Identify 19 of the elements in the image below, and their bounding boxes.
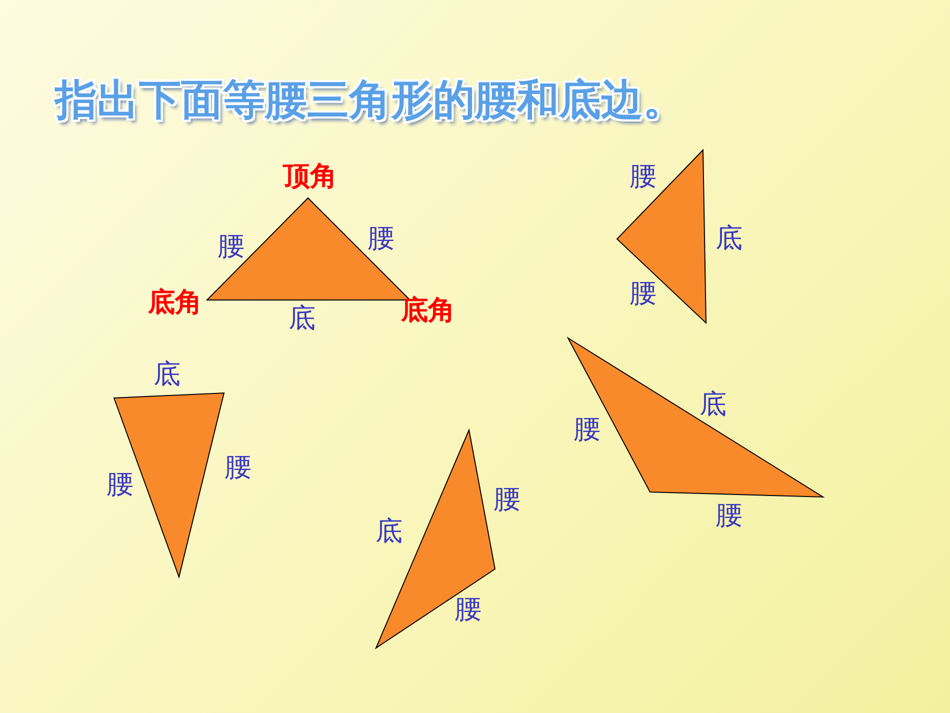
side-label: 腰 [368,224,394,254]
side-label: 腰 [494,485,520,515]
side-label: 底 [700,390,726,420]
side-label: 底 [154,360,180,390]
angle-label: 顶角 [283,162,337,192]
side-label: 腰 [218,232,244,262]
side-label: 腰 [630,162,656,192]
side-label: 腰 [454,595,482,625]
side-label: 腰 [630,279,656,309]
side-label: 腰 [574,415,600,445]
side-label: 腰 [716,501,742,531]
angle-label: 底角 [148,288,202,318]
title: 指出下面等腰三角形的腰和底边。 [55,74,685,126]
side-label: 底 [288,304,316,334]
angle-label: 底角 [401,296,455,326]
side-label: 底 [376,517,402,547]
side-label: 底 [716,224,742,254]
side-label: 腰 [224,453,252,483]
side-label: 腰 [106,470,134,500]
